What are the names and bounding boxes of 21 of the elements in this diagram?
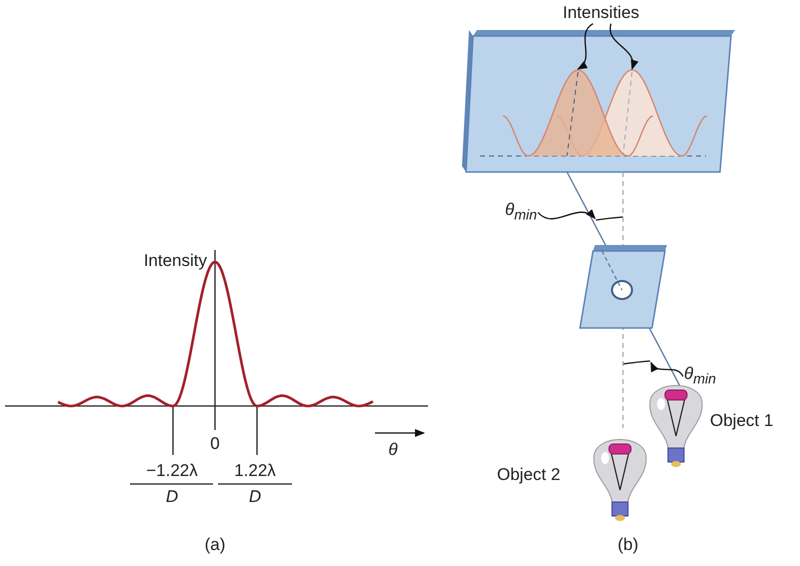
angle-arc xyxy=(596,216,624,221)
angle-label: θ$_{min}$ xyxy=(505,201,538,224)
tick-label: D xyxy=(166,488,178,507)
leader-line xyxy=(538,210,596,220)
axis-label: θ xyxy=(388,441,398,460)
leader-line xyxy=(577,23,594,70)
leader-line xyxy=(610,24,638,70)
callout-label: Intensities xyxy=(562,4,640,23)
tick-label: −1.22λ xyxy=(146,462,198,481)
tick-label: 0 xyxy=(210,435,220,454)
panel-label: (b) xyxy=(618,536,638,555)
angle-label: θ$_{min}$ xyxy=(684,365,716,388)
angle-arc xyxy=(622,360,650,365)
axis-label: Intensity xyxy=(144,252,207,271)
panel-label: (a) xyxy=(204,536,226,555)
tick-label: 1.22λ xyxy=(234,462,276,481)
intensity-curve xyxy=(502,69,654,157)
object-label: Object 1 xyxy=(710,412,774,431)
leader-line xyxy=(650,362,684,377)
tick-label: D xyxy=(248,488,262,507)
object-label: Object 2 xyxy=(497,466,560,485)
